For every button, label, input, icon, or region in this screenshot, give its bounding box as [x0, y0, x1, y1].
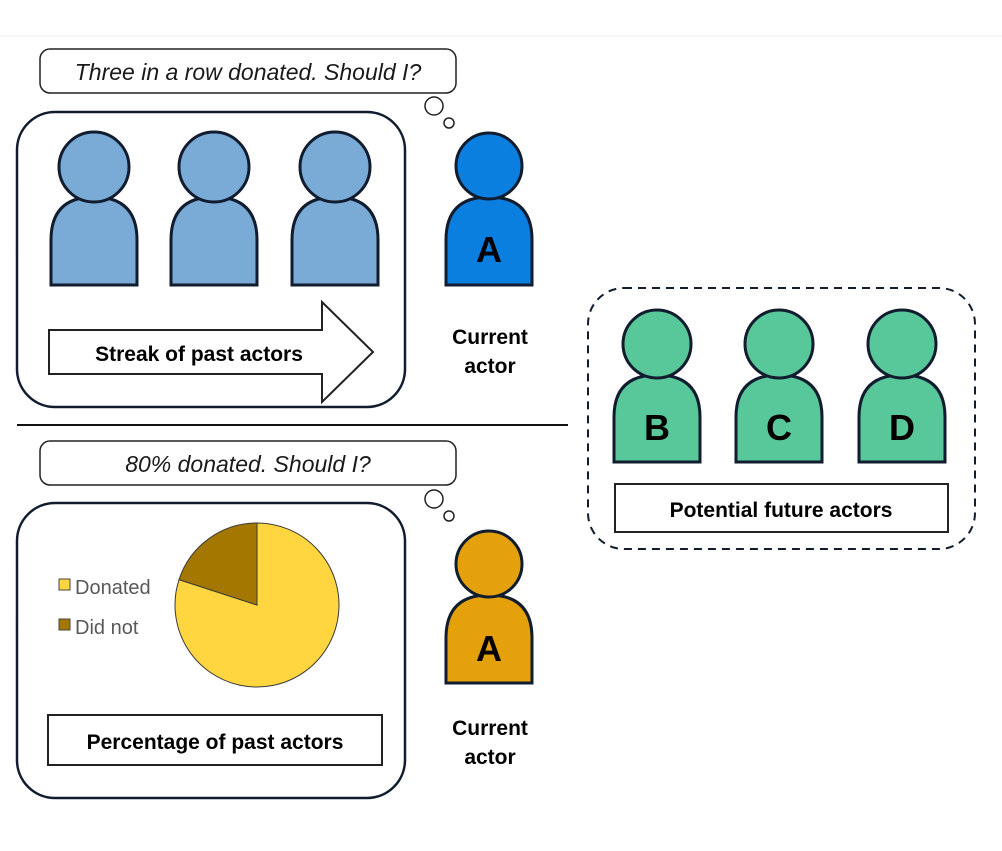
current-actor-top-head — [454, 131, 524, 201]
percentage-scenario: 80% donated. Should I? Donated Did not P… — [15, 440, 534, 800]
thought-dot-small-top — [443, 117, 455, 129]
past-actor-1 — [49, 130, 139, 287]
current-actor-bottom-label-line2: actor — [464, 746, 515, 769]
pie-slice-did-not — [178, 522, 258, 606]
future-actor-c-letter: C — [766, 407, 792, 448]
streak-scenario: Three in a row donated. Should I? Streak… — [15, 48, 534, 409]
future-actor-d: D — [857, 308, 947, 464]
past-actor-2 — [169, 130, 259, 287]
thought-dot-small-bottom — [443, 510, 455, 522]
current-actor-bottom: A — [444, 529, 534, 685]
future-actor-d-head — [866, 308, 938, 380]
legend-donated-swatch — [58, 578, 71, 591]
current-actor-bottom-head — [454, 529, 524, 599]
future-actor-c: C — [734, 308, 824, 464]
future-actor-b-letter: B — [644, 407, 670, 448]
future-actor-b-head — [621, 308, 693, 380]
past-actor-1-body — [49, 195, 139, 287]
thought-dot-large-top — [424, 96, 444, 116]
streak-arrow-label: Streak of past actors — [95, 343, 303, 366]
current-actor-bottom-letter: A — [476, 628, 502, 669]
current-actor-top: A — [444, 131, 534, 287]
past-actor-3 — [290, 130, 380, 287]
percentage-caption: Percentage of past actors — [87, 731, 344, 754]
thought-bubble-top — [39, 48, 457, 94]
future-actors-group: B C D Potential future actors — [587, 287, 976, 550]
past-actor-2-body — [169, 195, 259, 287]
future-caption: Potential future actors — [670, 499, 893, 522]
past-actor-3-body — [290, 195, 380, 287]
future-actor-b: B — [612, 308, 702, 464]
past-actor-1-head — [57, 130, 131, 204]
current-actor-top-label-line1: Current — [452, 326, 528, 349]
thought-bubble-bottom — [39, 440, 457, 486]
current-actor-top-letter: A — [476, 229, 502, 270]
future-actor-c-head — [743, 308, 815, 380]
current-actor-bottom-label-line1: Current — [452, 717, 528, 740]
future-actor-d-letter: D — [889, 407, 915, 448]
streak-arrow — [48, 299, 375, 405]
past-actor-2-head — [177, 130, 251, 204]
pie-chart — [174, 522, 340, 688]
percentage-caption-box — [47, 714, 383, 766]
legend-donated-label: Donated — [75, 577, 151, 599]
future-caption-box — [614, 483, 949, 533]
thought-text-bottom: 80% donated. Should I? — [125, 451, 371, 477]
thought-dot-large-bottom — [424, 489, 444, 509]
current-actor-top-label-line2: actor — [464, 355, 515, 378]
thought-text-top: Three in a row donated. Should I? — [75, 59, 422, 85]
past-actor-3-head — [298, 130, 372, 204]
legend-did-not-label: Did not — [75, 617, 139, 639]
legend-did-not-swatch — [58, 618, 71, 631]
